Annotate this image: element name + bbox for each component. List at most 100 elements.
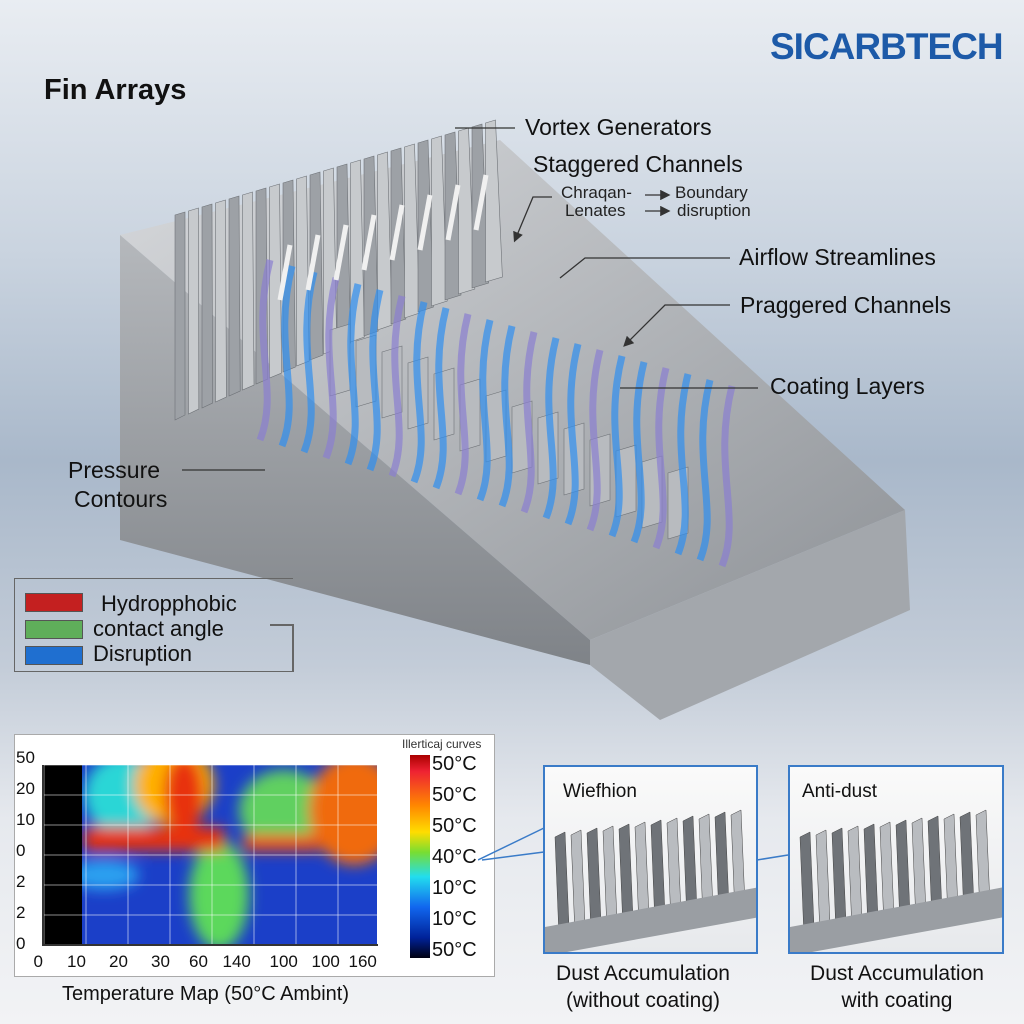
airflow-streamline	[630, 361, 648, 544]
airflow-arrow	[305, 234, 321, 291]
colorbar-label: 50°C	[432, 753, 477, 775]
leader-praggered	[623, 304, 730, 347]
callout-coating-layers: Coating Layers	[770, 373, 925, 399]
fin	[431, 135, 448, 307]
airflow-streamline	[300, 271, 318, 454]
fin	[554, 831, 570, 938]
callout-pressure: Pressure	[68, 457, 161, 483]
y-tick-label: 50	[16, 748, 35, 767]
airflow-streamline	[278, 265, 296, 448]
airflow-streamline	[366, 289, 384, 472]
base-right	[590, 510, 910, 720]
y-tick-label: 2	[16, 872, 26, 891]
airflow-streamline	[652, 367, 670, 550]
legend-label: Hydropphobic	[101, 591, 237, 616]
fin	[201, 203, 213, 409]
colorbar-label: 50°C	[432, 939, 477, 961]
caption-without-coating: Dust Accumulation (without coating)	[523, 960, 763, 1014]
airflow-streamline	[410, 301, 428, 484]
y-axis	[42, 765, 44, 946]
colorbar-label: 50°C	[432, 815, 477, 837]
fin	[363, 155, 379, 337]
airflow-streamline	[696, 379, 714, 562]
airflow-streamline	[564, 343, 582, 526]
leader-chraqan	[513, 196, 552, 243]
y-tick-label: 0	[16, 841, 26, 860]
fin	[377, 151, 393, 331]
legend-label: contact angle	[93, 616, 224, 641]
airflow-streamline	[388, 295, 406, 478]
x-tick-label: 160	[348, 952, 377, 971]
heatsink-illustration	[120, 119, 910, 720]
x-tick-label: 20	[109, 952, 128, 971]
fin	[228, 195, 241, 397]
airflow-arrow	[361, 214, 377, 271]
photo-without-coating: Wiefhion	[543, 765, 758, 954]
airflow-streamline	[432, 307, 450, 490]
airflow-arrow	[333, 224, 349, 281]
legend-bracket	[270, 624, 294, 626]
caption-line: Dust Accumulation	[556, 962, 730, 985]
fin	[242, 191, 255, 391]
y-tick-label: 20	[16, 779, 35, 798]
callout-praggered-channels: Praggered Channels	[740, 292, 951, 318]
colorbar-title: Illerticaj curves	[402, 737, 482, 751]
airflow-streamline	[498, 325, 516, 508]
airflow-streamline	[344, 283, 362, 466]
diagram-title: Fin Arrays	[44, 74, 187, 106]
airflow-arrow	[445, 184, 461, 241]
x-tick-label: 30	[151, 952, 170, 971]
heat-region	[164, 765, 204, 835]
airflow-arrow	[277, 244, 293, 301]
caption-line: (without coating)	[565, 989, 721, 1012]
y-tick-label: 2	[16, 903, 26, 922]
callout-chraqan: Chraqan-	[561, 183, 632, 202]
callout-boundary: Boundary	[675, 183, 748, 202]
legend-label: Disruption	[93, 641, 193, 666]
heat-region	[189, 840, 249, 945]
legend-swatch-blue	[25, 646, 83, 665]
airflow-streamline	[608, 355, 626, 538]
callout-vortex-generators: Vortex Generators	[525, 114, 712, 140]
x-tick-label: 10	[67, 952, 86, 971]
callout-lenates: Lenates	[565, 201, 626, 220]
fin	[269, 183, 282, 379]
airflow-streamline	[476, 319, 494, 502]
finned-heatsink-image	[545, 809, 756, 952]
heatsink-base	[790, 887, 1002, 952]
x-tick-label: 0	[33, 952, 43, 971]
airflow-streamline	[718, 385, 736, 568]
colorbar-label: 10°C	[432, 908, 477, 930]
heat-band	[244, 835, 319, 851]
legend-bracket	[292, 624, 294, 672]
x-tick-label: 60	[189, 952, 208, 971]
x-tick-label: 100	[269, 952, 298, 971]
fin	[485, 119, 503, 283]
airflow-arrow	[389, 204, 405, 261]
finned-heatsink-image	[790, 809, 1002, 952]
chart-title: Temperature Map (50°C Ambint)	[62, 983, 350, 1005]
caption-with-coating: Dust Accumulation with coating	[777, 960, 1017, 1014]
colorbar-label: 10°C	[432, 877, 477, 899]
photo-tag: Anti-dust	[802, 781, 877, 802]
airflow-streamline	[586, 349, 604, 532]
heat-region	[239, 770, 329, 850]
fin	[458, 127, 476, 295]
x-axis	[42, 944, 378, 946]
leader-airflow	[559, 257, 730, 279]
y-tick-label: 0	[16, 934, 26, 953]
photo-tag: Wiefhion	[563, 781, 637, 802]
y-tick-label: 10	[16, 810, 35, 829]
callout-disruption: disruption	[677, 201, 751, 220]
heatsink-base	[545, 887, 756, 952]
caption-line: with coating	[841, 989, 953, 1012]
fin	[570, 829, 586, 936]
colorbar	[410, 755, 430, 958]
heat-region	[309, 765, 377, 865]
legend-swatch-green	[25, 620, 83, 639]
callout-staggered-channels: Staggered Channels	[533, 151, 743, 177]
legend-swatch-red	[25, 593, 83, 612]
caption-line: Dust Accumulation	[810, 962, 984, 985]
heat-band	[84, 827, 224, 851]
material-legend: Hydropphobic contact angle Disruption	[14, 578, 293, 672]
